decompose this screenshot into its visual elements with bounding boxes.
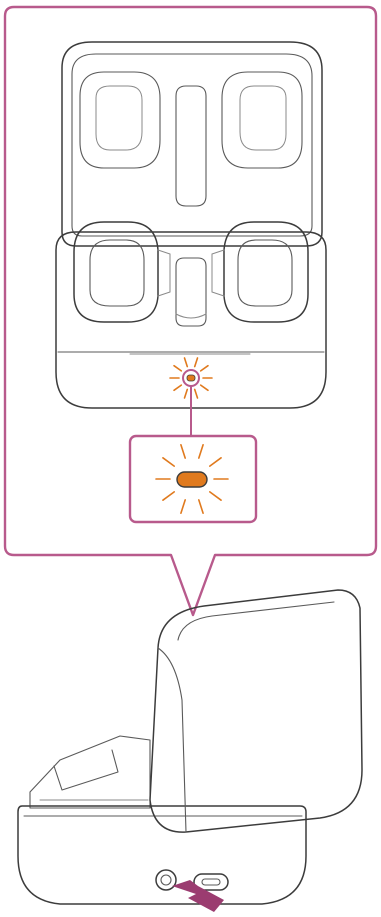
lid-center-slot: [176, 86, 206, 206]
indicator-led-small: [187, 375, 195, 381]
indicator-zoom-box: [130, 436, 256, 522]
indicator-ray: [195, 389, 198, 398]
indicator-ray: [174, 366, 181, 371]
earbud-right: [212, 222, 308, 322]
indicator-ray: [201, 385, 208, 390]
earbud-left: [74, 222, 170, 322]
indicator-ray: [201, 366, 208, 371]
callout-frame: [5, 7, 376, 615]
indicator-led-large: [177, 472, 207, 487]
case-side-view: [18, 590, 362, 912]
indicator-ray: [195, 358, 198, 367]
case-back-button[interactable]: [156, 870, 176, 890]
indicator-ray: [185, 389, 188, 398]
indicator-ray: [174, 385, 181, 390]
case-top-view: [56, 42, 326, 408]
indicator-ray: [185, 358, 188, 367]
